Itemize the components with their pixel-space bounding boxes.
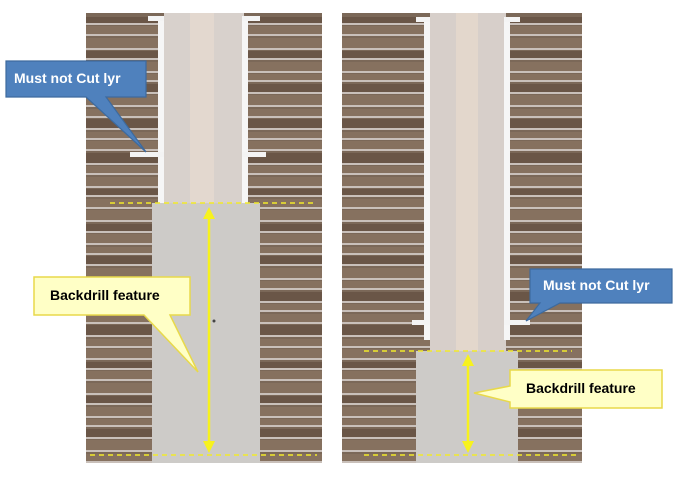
right-must-not-cut-label: Must not Cut lyr [543,277,650,293]
left-backdrill-label: Backdrill feature [50,287,160,303]
left-must-not-cut-label: Must not Cut lyr [14,70,121,86]
right-backdrill-label: Backdrill feature [526,380,636,396]
left-cross-section-photo [86,13,322,463]
